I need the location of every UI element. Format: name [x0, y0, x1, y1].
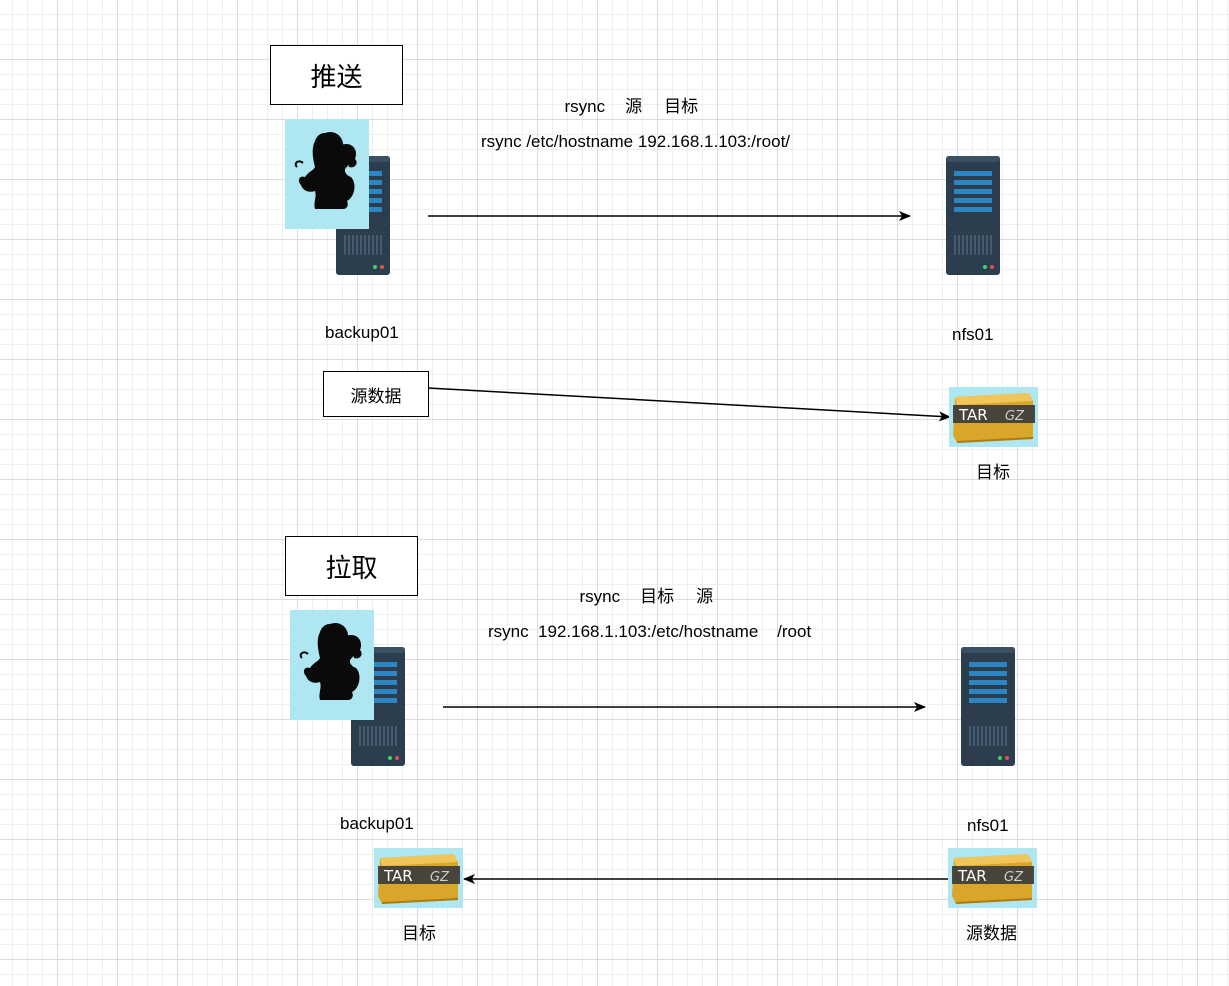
push-source-label: 源数据	[350, 386, 402, 407]
pull-remote-label: 源数据	[966, 924, 1017, 944]
archive-text-gz: GZ	[430, 870, 450, 885]
pull-title: 拉取	[325, 553, 378, 584]
tar-gz-archive-icon: TAR GZ	[949, 387, 1038, 447]
pull-local-label: 目标	[402, 924, 436, 944]
tar-gz-archive-icon: TAR GZ	[374, 848, 463, 908]
pull-syntax-source: 源	[696, 587, 714, 607]
archive-text-gz: GZ	[1005, 409, 1025, 424]
pull-title-box[interactable]: 拉取	[285, 536, 418, 596]
pull-command: rsync 192.168.1.103:/etc/hostname /root	[488, 622, 812, 641]
silhouette-avatar-icon	[290, 610, 374, 720]
push-command: rsync /etc/hostname 192.168.1.103:/root/	[481, 132, 791, 151]
pull-syntax-target: 目标	[640, 587, 675, 607]
archive-text-tar: TAR	[958, 406, 988, 424]
push-syntax-target: 目标	[664, 97, 699, 117]
pull-local-host: backup01	[340, 814, 414, 833]
archive-text-gz: GZ	[1004, 870, 1024, 885]
push-target-label: 目标	[976, 463, 1010, 483]
push-syntax-cmd: rsync	[564, 97, 606, 116]
archive-text-tar: TAR	[957, 867, 987, 885]
push-syntax-line: rsync 源 目标	[555, 72, 698, 117]
push-target-host: nfs01	[952, 325, 994, 344]
pull-syntax-cmd: rsync	[579, 587, 621, 606]
push-syntax-source: 源	[625, 97, 643, 117]
silhouette-avatar-icon	[285, 119, 369, 229]
archive-text-tar: TAR	[383, 867, 413, 885]
push-title-box[interactable]: 推送	[270, 45, 403, 105]
push-source-data-box[interactable]: 源数据	[323, 371, 429, 417]
pull-remote-host: nfs01	[967, 816, 1009, 835]
tar-gz-archive-icon: TAR GZ	[948, 848, 1037, 908]
push-title: 推送	[310, 62, 363, 93]
server-icon	[960, 646, 1016, 767]
push-source-host: backup01	[325, 323, 399, 342]
server-icon	[945, 155, 1001, 276]
pull-syntax-line: rsync 目标 源	[570, 562, 713, 607]
push-file-arrow	[427, 387, 951, 422]
